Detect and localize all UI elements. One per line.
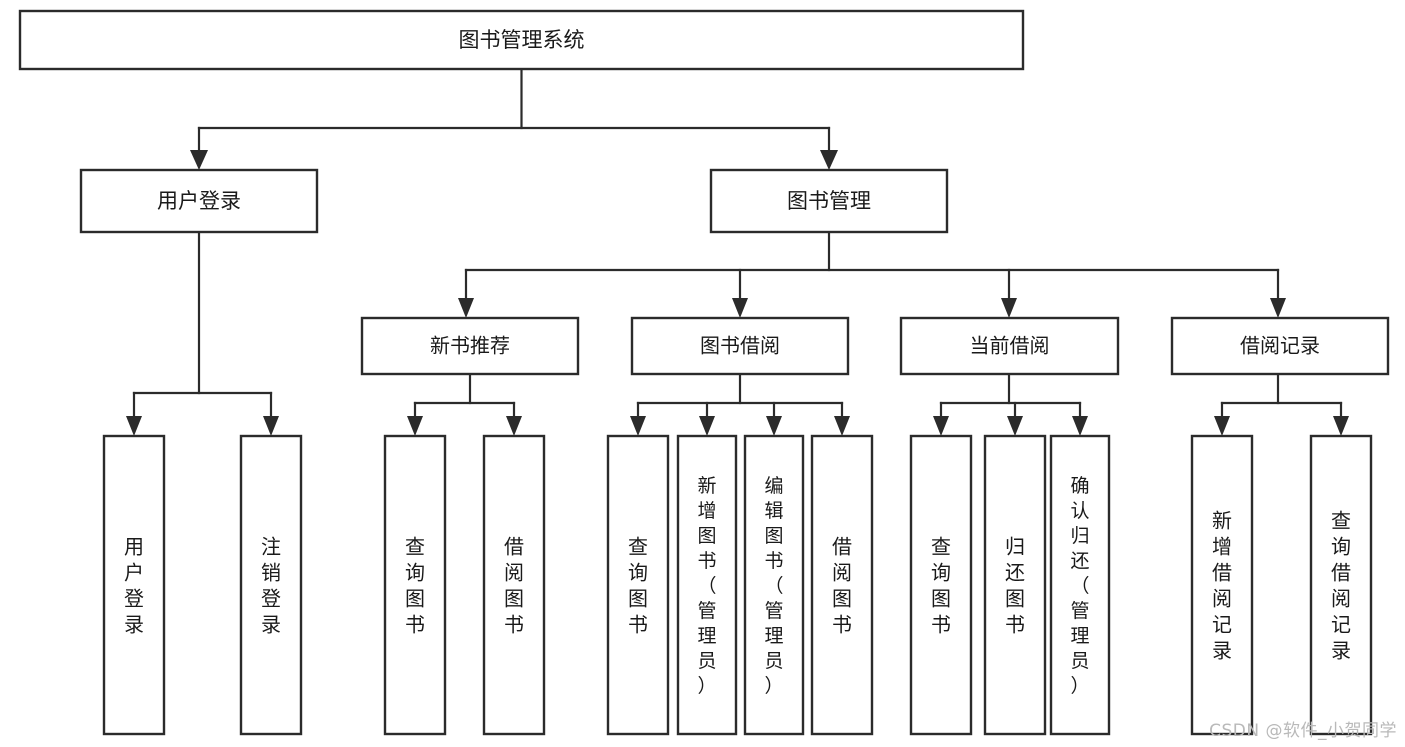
arrow-to-leaf-borrow-book	[834, 416, 850, 436]
connector-group-user-login	[126, 230, 279, 436]
arrow-to-leaf-borrow-book-rec	[506, 416, 522, 436]
node-leaf-return-book[interactable]: 归还图书	[983, 434, 1047, 736]
connector-group-borrow-records	[1214, 372, 1349, 436]
arrow-to-leaf-add-borrow-record	[1214, 416, 1230, 436]
node-root[interactable]: 图书管理系统	[18, 9, 1025, 71]
node-leaf-logout-label: 注销登录	[261, 534, 281, 636]
node-leaf-user-login-rect[interactable]	[102, 434, 166, 736]
csdn-watermark: CSDN @软件_小贺同学	[1209, 721, 1397, 741]
node-leaf-borrow-book-rect[interactable]	[810, 434, 874, 736]
node-leaf-query-book-rec-label: 查询图书	[405, 534, 425, 636]
connector-group-current-borrow	[933, 372, 1088, 436]
node-leaf-add-borrow-record-rect[interactable]	[1190, 434, 1254, 736]
node-book-management-label: 图书管理	[787, 189, 871, 213]
node-leaf-confirm-return-admin-rect[interactable]	[1049, 434, 1111, 736]
node-book-borrow-rect[interactable]	[630, 316, 850, 376]
node-leaf-logout-rect[interactable]	[239, 434, 303, 736]
node-leaf-query-book-rec[interactable]: 查询图书	[383, 434, 447, 736]
node-leaf-add-book-admin-rect[interactable]	[676, 434, 738, 736]
node-leaf-add-borrow-record[interactable]: 新增借阅记录	[1190, 434, 1254, 736]
node-borrow-records-rect[interactable]	[1170, 316, 1390, 376]
node-book-management-rect[interactable]	[709, 168, 949, 234]
node-leaf-query-book-current-label: 查询图书	[931, 534, 951, 636]
node-root-label: 图书管理系统	[459, 28, 585, 52]
node-book-borrow-label: 图书借阅	[700, 334, 780, 358]
node-leaf-add-borrow-record-label: 新增借阅记录	[1212, 508, 1232, 662]
node-user-login-rect[interactable]	[79, 168, 319, 234]
connector-group-root	[190, 67, 838, 170]
node-leaf-confirm-return-admin[interactable]: 确认归还（管理员）	[1049, 434, 1111, 736]
node-leaf-edit-book-admin-rect[interactable]	[743, 434, 805, 736]
arrow-to-leaf-logout	[263, 416, 279, 436]
node-leaf-borrow-book-rec-label: 借阅图书	[504, 534, 524, 636]
node-leaf-return-book-rect[interactable]	[983, 434, 1047, 736]
node-leaf-user-login[interactable]: 用户登录	[102, 434, 166, 736]
connector-group-book-management	[458, 230, 1286, 318]
node-current-borrow-rect[interactable]	[899, 316, 1120, 376]
arrow-to-leaf-add-book-admin	[699, 416, 715, 436]
node-leaf-edit-book-admin[interactable]: 编辑图书（管理员）	[743, 434, 805, 736]
connector-group-book-borrow	[630, 372, 850, 436]
arrow-to-leaf-user-login	[126, 416, 142, 436]
node-leaf-borrow-book[interactable]: 借阅图书	[810, 434, 874, 736]
node-leaf-borrow-book-label: 借阅图书	[832, 534, 852, 636]
node-user-login-label: 用户登录	[157, 189, 241, 213]
arrow-to-leaf-query-book-borrow	[630, 416, 646, 436]
node-borrow-records-label: 借阅记录	[1240, 334, 1320, 358]
node-root-rect[interactable]	[18, 9, 1025, 71]
node-new-book-recommend-label: 新书推荐	[430, 334, 510, 358]
node-leaf-user-login-label: 用户登录	[124, 534, 144, 636]
arrow-to-leaf-query-borrow-record	[1333, 416, 1349, 436]
node-current-borrow-label: 当前借阅	[970, 334, 1050, 358]
arrow-to-borrow-records	[1270, 298, 1286, 318]
arrow-to-user-login	[190, 150, 208, 170]
node-book-management[interactable]: 图书管理	[709, 168, 949, 234]
arrow-to-leaf-confirm-return-admin	[1072, 416, 1088, 436]
arrow-to-book-management	[820, 150, 838, 170]
node-leaf-edit-book-admin-label: 编辑图书（管理员）	[764, 475, 783, 697]
node-leaf-query-book-current-rect[interactable]	[909, 434, 973, 736]
node-leaf-query-book-borrow[interactable]: 查询图书	[606, 434, 670, 736]
node-leaf-query-book-borrow-label: 查询图书	[628, 534, 648, 636]
node-book-borrow[interactable]: 图书借阅	[630, 316, 850, 376]
node-leaf-borrow-book-rec[interactable]: 借阅图书	[482, 434, 546, 736]
node-leaf-logout[interactable]: 注销登录	[239, 434, 303, 736]
arrow-to-leaf-return-book	[1007, 416, 1023, 436]
node-leaf-add-book-admin-label: 新增图书（管理员）	[697, 475, 716, 697]
node-leaf-query-borrow-record-rect[interactable]	[1309, 434, 1373, 736]
node-new-book-recommend[interactable]: 新书推荐	[360, 316, 580, 376]
node-leaf-query-borrow-record-label: 查询借阅记录	[1331, 508, 1351, 662]
node-leaf-add-book-admin[interactable]: 新增图书（管理员）	[676, 434, 738, 736]
arrow-to-book-borrow	[732, 298, 748, 318]
node-leaf-query-borrow-record[interactable]: 查询借阅记录	[1309, 434, 1373, 736]
node-leaf-query-book-borrow-rect[interactable]	[606, 434, 670, 736]
arrow-to-current-borrow	[1001, 298, 1017, 318]
node-leaf-borrow-book-rec-rect[interactable]	[482, 434, 546, 736]
arrow-to-leaf-query-book-current	[933, 416, 949, 436]
arrow-to-leaf-query-book-rec	[407, 416, 423, 436]
node-leaf-query-book-current[interactable]: 查询图书	[909, 434, 973, 736]
node-leaf-return-book-label: 归还图书	[1005, 534, 1025, 636]
node-current-borrow[interactable]: 当前借阅	[899, 316, 1120, 376]
connector-group-new-book-recommend	[407, 372, 522, 436]
node-user-login[interactable]: 用户登录	[79, 168, 319, 234]
node-leaf-query-book-rec-rect[interactable]	[383, 434, 447, 736]
node-new-book-recommend-rect[interactable]	[360, 316, 580, 376]
node-borrow-records[interactable]: 借阅记录	[1170, 316, 1390, 376]
node-leaf-confirm-return-admin-label: 确认归还（管理员）	[1070, 475, 1089, 697]
arrow-to-leaf-edit-book-admin	[766, 416, 782, 436]
arrow-to-new-book-recommend	[458, 298, 474, 318]
